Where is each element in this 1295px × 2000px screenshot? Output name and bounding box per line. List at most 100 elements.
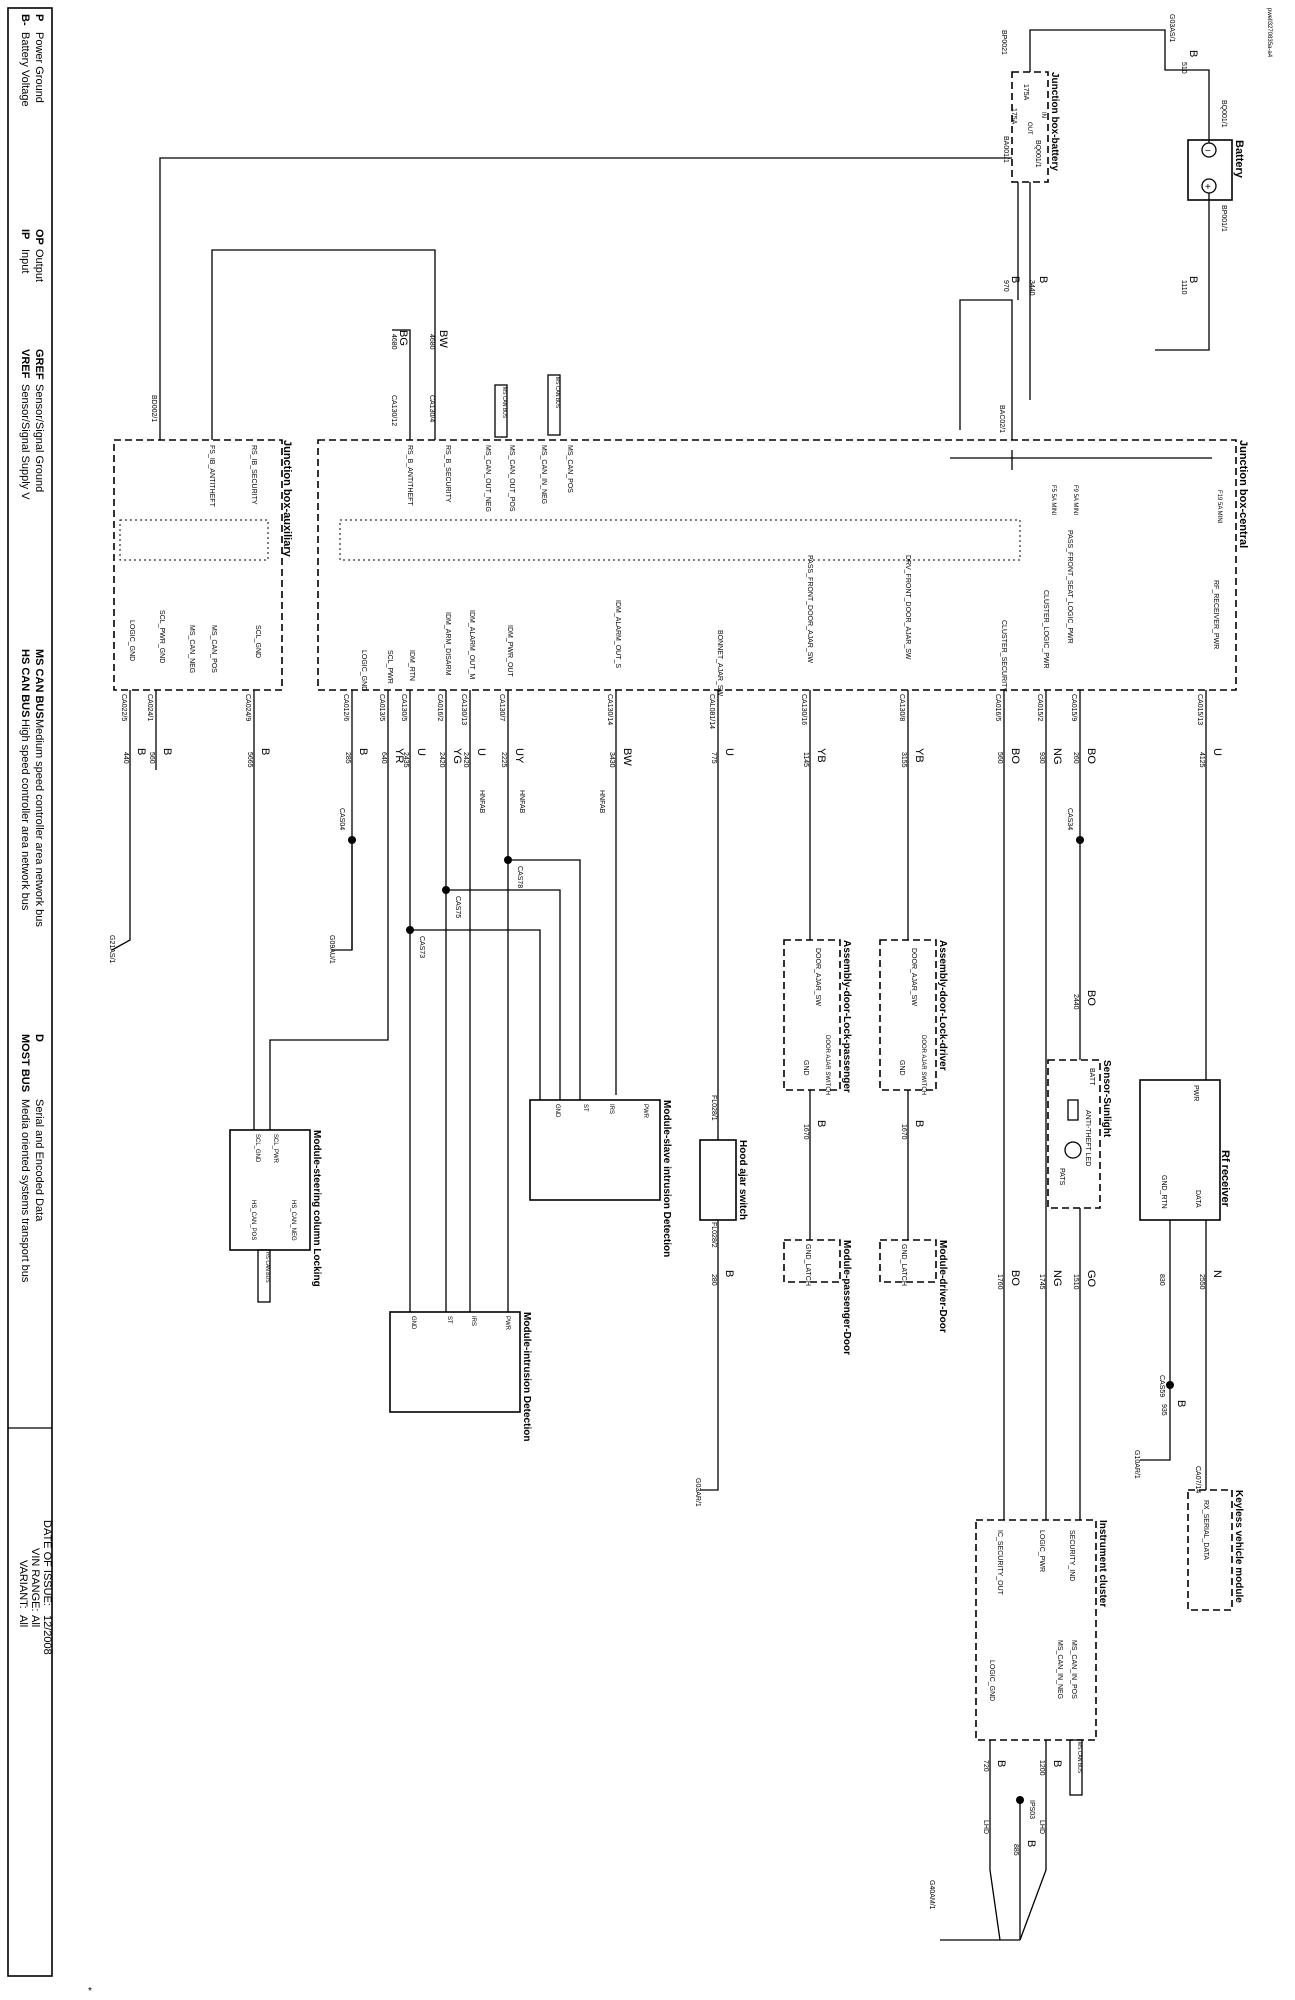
legend-text-hscan: High speed controller area network bus (19, 719, 31, 911)
cluster-title: Instrument cluster (1097, 1520, 1108, 1607)
legend-text-op: Output (33, 249, 45, 282)
svg-text:G09AU/1: G09AU/1 (328, 935, 335, 964)
svg-text:IPS03: IPS03 (1028, 1800, 1035, 1819)
svg-text:U: U (723, 748, 735, 756)
svg-text:830: 830 (1158, 1274, 1165, 1286)
battery-pos: + (1205, 182, 1211, 193)
svg-text:CA015/13: CA015/13 (1196, 694, 1203, 725)
svg-text:2420: 2420 (462, 752, 469, 768)
svg-text:175A: 175A (1010, 108, 1017, 125)
svg-text:560: 560 (148, 752, 155, 764)
svg-text:DOOR_AJAR_SW: DOOR_AJAR_SW (814, 948, 821, 1006)
svg-text:3155: 3155 (900, 752, 907, 768)
svg-text:B: B (1051, 1760, 1063, 1767)
svg-text:BO: BO (1009, 1270, 1021, 1286)
svg-text:YB: YB (913, 748, 925, 763)
legend-text-vref: Sensor/Signal Supply V (19, 384, 31, 500)
svg-text:YG: YG (451, 748, 463, 764)
svg-text:HNFAB: HNFAB (598, 790, 605, 814)
svg-text:G40AM/1: G40AM/1 (928, 1880, 935, 1910)
svg-text:MS_CAN_IN_NEG: MS_CAN_IN_NEG (1056, 1640, 1063, 1699)
svg-text:GND_LATCH: GND_LATCH (900, 1244, 907, 1286)
svg-text:GO: GO (1085, 1270, 1097, 1288)
hood-title: Hood ajar switch (737, 1140, 748, 1220)
svg-text:MS CAN BUS: MS CAN BUS (501, 387, 507, 419)
svg-text:CA024/9: CA024/9 (244, 694, 251, 721)
svg-text:UY: UY (513, 748, 525, 764)
central-wires: CA015/13 U 4125 CA015/9 BO 260 BO 2440 C… (108, 690, 1223, 1520)
svg-text:4680: 4680 (428, 334, 435, 350)
svg-text:MS_CAN_OUT_NEG: MS_CAN_OUT_NEG (484, 445, 491, 512)
date-label: DATE OF ISSUE: (41, 1520, 53, 1606)
door-lock-pass-title: Assembly-door-Lock-passenger (841, 940, 852, 1093)
svg-text:B: B (995, 1760, 1007, 1767)
svg-text:HS CAN BUS: HS CAN BUS (264, 1252, 270, 1283)
svg-text:1110: 1110 (1180, 280, 1187, 295)
svg-text:BO: BO (1085, 748, 1097, 764)
svg-text:510: 510 (1180, 62, 1187, 74)
svg-text:IN: IN (1040, 112, 1046, 118)
svg-text:CA016/5: CA016/5 (994, 694, 1001, 721)
svg-text:FS_IB_ANTITHEFT: FS_IB_ANTITHEFT (208, 445, 215, 508)
svg-text:560: 560 (996, 752, 1003, 764)
svg-text:G03AR/1: G03AR/1 (694, 1478, 701, 1507)
svg-text:G21AS/1: G21AS/1 (108, 935, 115, 964)
svg-text:CAL081/14: CAL081/14 (708, 694, 715, 729)
door-lock-driver: Assembly-door-Lock-driver DOOR_AJAR_SW G… (879, 939, 948, 1095)
svg-text:930: 930 (1038, 752, 1045, 764)
svg-text:BP0021: BP0021 (1000, 30, 1007, 55)
svg-text:MS_CAN_IN_POS: MS_CAN_IN_POS (1070, 1640, 1077, 1699)
svg-text:CA130/16: CA130/16 (800, 694, 807, 725)
junction-box-central: Junction box-central F19 5A MINI F9 5A M… (317, 439, 1249, 691)
jb-central-signals: RF_RECEIVER_PWR PASS_FRONT_SEAT_LOGIC_PW… (360, 445, 1219, 697)
svg-text:SCL_GND: SCL_GND (254, 625, 261, 658)
footnote-mark: * (88, 1986, 92, 1997)
steering-title: Module-steering column Locking (311, 1130, 322, 1287)
svg-text:CAS34: CAS34 (1066, 808, 1073, 830)
ms-can-bus-arrows: MS CAN BUS MS CAN BUS (494, 374, 561, 438)
rf-receiver: Rf receiver PWR GND_RTN DATA (1139, 1079, 1231, 1221)
svg-text:GND: GND (802, 1060, 809, 1076)
svg-text:775: 775 (710, 752, 717, 764)
module-passenger-door: Module-passenger-Door GND_LATCH (783, 1239, 852, 1355)
svg-text:640: 640 (380, 752, 387, 764)
svg-text:RS_B_SECURITY: RS_B_SECURITY (444, 445, 451, 503)
svg-text:720: 720 (982, 1760, 989, 1772)
svg-text:1510: 1510 (1072, 1274, 1079, 1290)
svg-text:HS_CAN_POS: HS_CAN_POS (250, 1200, 256, 1240)
svg-text:LOGIC_GND: LOGIC_GND (128, 620, 135, 661)
battery-title: Battery (1233, 140, 1245, 179)
svg-text:BW: BW (621, 748, 633, 766)
legend-code-gref: GREF (33, 349, 45, 380)
battery: − + Battery BQ001/1 BP001/1 (1187, 100, 1245, 232)
svg-text:DOOR AJAR SWITCH: DOOR AJAR SWITCH (824, 1035, 830, 1095)
svg-text:YB: YB (815, 748, 827, 763)
svg-text:HS_CAN_NEG: HS_CAN_NEG (290, 1200, 296, 1241)
svg-text:IC_SECURITY_OUT: IC_SECURITY_OUT (996, 1530, 1003, 1596)
svg-text:B: B (259, 748, 271, 755)
legend-code-p: P (33, 14, 45, 21)
svg-text:RF_RECEIVER_PWR: RF_RECEIVER_PWR (1212, 580, 1219, 649)
svg-text:CAS78: CAS78 (516, 866, 523, 888)
keyless-vehicle-module: Keyless vehicle module RX_SERIAL_DATA CA… (1187, 1466, 1244, 1611)
module-intrusion: Module-intrusion Detection PWR IRS ST GN… (389, 1311, 532, 1441)
svg-text:CLUSTER_SECURITY: CLUSTER_SECURITY (1000, 620, 1007, 692)
legend-code-mscan: MS CAN BUS (33, 649, 45, 719)
svg-text:OUT: OUT (1026, 122, 1032, 135)
svg-text:B: B (1037, 276, 1049, 283)
svg-text:175A: 175A (1022, 84, 1029, 101)
keyless-title: Keyless vehicle module (1233, 1490, 1244, 1603)
intrusion-title: Module-intrusion Detection (521, 1312, 532, 1441)
svg-text:ANTI-THEFT LED: ANTI-THEFT LED (1084, 1110, 1091, 1166)
legend-code-d: D (33, 1034, 45, 1042)
svg-text:BO: BO (1009, 748, 1021, 764)
svg-text:RX_SERIAL_DATA: RX_SERIAL_DATA (1202, 1500, 1209, 1560)
svg-text:RS_IB_SECURITY: RS_IB_SECURITY (250, 445, 257, 505)
svg-text:GND: GND (410, 1316, 416, 1330)
svg-text:MS_CAN_OUT_POS: MS_CAN_OUT_POS (508, 445, 515, 512)
svg-text:ST: ST (446, 1316, 452, 1324)
svg-text:IDM_ARM_DISARM: IDM_ARM_DISARM (444, 612, 451, 676)
svg-text:LOGIC_GND: LOGIC_GND (360, 650, 367, 691)
svg-text:B: B (723, 1270, 735, 1277)
